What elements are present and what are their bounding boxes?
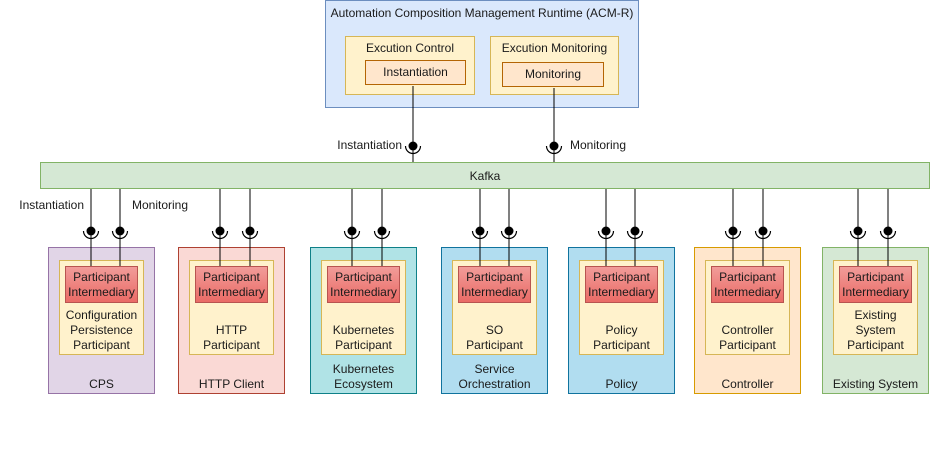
system-name: Existing System: [832, 377, 919, 391]
monitoring-component: [502, 62, 604, 87]
participant-intermediary: [458, 266, 531, 303]
interface-socket: [82, 226, 100, 240]
interface-socket: [754, 226, 772, 240]
acm-instantiation-interface-label: Instantiation: [337, 138, 402, 152]
interface-socket: [241, 226, 259, 240]
interface-socket: [849, 226, 867, 240]
system-name: Kubernetes Ecosystem: [332, 362, 395, 391]
interface-socket: [500, 226, 518, 240]
system-name: Controller: [721, 377, 774, 391]
system-name: CPS: [89, 377, 114, 391]
participant-label: Kubernetes Participant: [332, 323, 395, 352]
participant-intermediary-label: Participant Intermediary: [330, 270, 397, 299]
system-name: Service Orchestration: [458, 362, 531, 391]
monitoring-component-label: Monitoring: [524, 67, 582, 81]
participant-label: SO Participant: [466, 323, 523, 352]
execution-control-label: Excution Control: [365, 41, 455, 55]
interface-socket: [597, 226, 615, 240]
kafka-bus: [40, 162, 930, 189]
participant-intermediary-label: Participant Intermediary: [588, 270, 655, 299]
kafka-label: Kafka: [469, 169, 501, 183]
interface-socket: [471, 226, 489, 240]
participant-intermediary-label: Participant Intermediary: [842, 270, 909, 299]
participant-intermediary: [839, 266, 912, 303]
participant-intermediary: [585, 266, 658, 303]
acm-monitoring-interface-label: Monitoring: [570, 138, 627, 152]
interface-socket: [879, 226, 897, 240]
participant-intermediary-label: Participant Intermediary: [714, 270, 781, 299]
interface-socket: [626, 226, 644, 240]
execution-monitoring-label: Excution Monitoring: [501, 41, 608, 55]
participant-label: Existing System Participant: [847, 308, 904, 352]
participant-intermediary: [327, 266, 400, 303]
interface-socket: [343, 226, 361, 240]
interface-socket: [724, 226, 742, 240]
interface-socket: [111, 226, 129, 240]
interface-socket: [404, 141, 422, 155]
participant-intermediary: [195, 266, 268, 303]
participant-monitoring-interface-label: Monitoring: [132, 198, 189, 212]
participant-label: Configuration Persistence Participant: [65, 308, 138, 352]
participant-label: Policy Participant: [593, 323, 650, 352]
participant-label: HTTP Participant: [203, 323, 260, 352]
system-name: HTTP Client: [198, 377, 265, 391]
interface-socket: [373, 226, 391, 240]
participant-instantiation-interface-label: Instantiation: [19, 198, 84, 212]
participant-intermediary-label: Participant Intermediary: [198, 270, 265, 299]
interface-socket: [211, 226, 229, 240]
participant-intermediary-label: Participant Intermediary: [68, 270, 135, 299]
participant-intermediary: [711, 266, 784, 303]
instantiation-component: [365, 60, 466, 85]
instantiation-component-label: Instantiation: [383, 65, 448, 79]
system-name: Policy: [605, 377, 638, 391]
participant-intermediary-label: Participant Intermediary: [461, 270, 528, 299]
participant-label: Controller Participant: [719, 323, 776, 352]
interface-socket: [545, 141, 563, 155]
acm-runtime-title: Automation Composition Management Runtim…: [330, 6, 634, 20]
participant-intermediary: [65, 266, 138, 303]
